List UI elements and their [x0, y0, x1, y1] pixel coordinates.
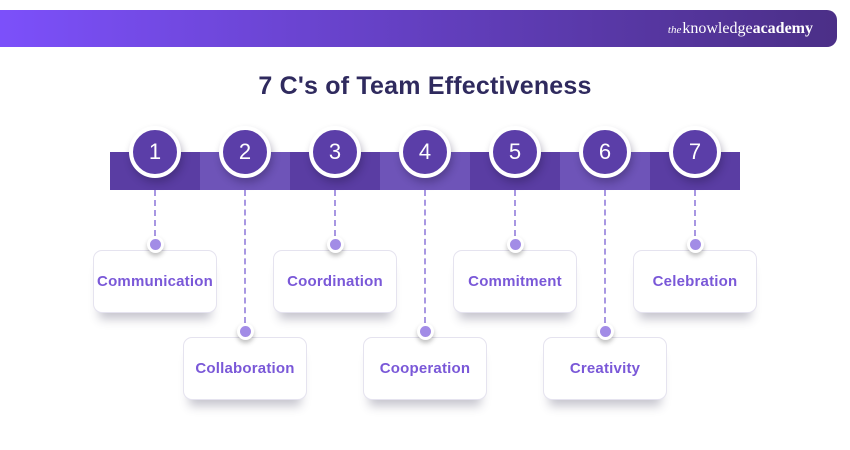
step-circle: 4: [399, 126, 451, 178]
connector-dashed-line: [514, 190, 516, 236]
connector-dot: [327, 236, 344, 253]
step-number: 5: [508, 139, 522, 164]
label-card: Cooperation: [363, 337, 487, 400]
connector-dashed-line: [694, 190, 696, 236]
label-card: Creativity: [543, 337, 667, 400]
label-card: Coordination: [273, 250, 397, 313]
card-label: Communication: [97, 273, 213, 290]
step-number: 3: [328, 139, 342, 164]
card-label: Creativity: [569, 360, 641, 377]
connector-dashed-line: [424, 190, 426, 323]
step-circle: 3: [309, 126, 361, 178]
connector-dashed-line: [604, 190, 606, 323]
connector-dot: [507, 236, 524, 253]
label-card: Communication: [93, 250, 217, 313]
logo-academy: academy: [752, 19, 813, 37]
step-circle: 2: [219, 126, 271, 178]
connector-dot: [417, 323, 434, 340]
logo-knowledge: knowledge: [682, 19, 753, 37]
connector-dashed-line: [244, 190, 246, 323]
label-card: Commitment: [453, 250, 577, 313]
step-circle: 5: [489, 126, 541, 178]
connector-dashed-line: [334, 190, 336, 236]
connector-dot: [687, 236, 704, 253]
card-label: Coordination: [287, 273, 383, 290]
card-label: Collaboration: [195, 360, 295, 377]
step-circle: 7: [669, 126, 721, 178]
connector-dashed-line: [154, 190, 156, 236]
step-number: 7: [688, 139, 702, 164]
connector-dot: [597, 323, 614, 340]
card-label: Commitment: [468, 273, 562, 290]
step-circle: 1: [129, 126, 181, 178]
step-number: 4: [418, 139, 432, 164]
connector-dot: [237, 323, 254, 340]
connector-dot: [147, 236, 164, 253]
logo-the: the: [667, 23, 682, 36]
card-label: Cooperation: [379, 360, 471, 377]
page-title: 7 C's of Team Effectiveness: [258, 72, 592, 100]
step-circle: 6: [579, 126, 631, 178]
step-number: 6: [598, 139, 612, 164]
label-card: Celebration: [633, 250, 757, 313]
label-card: Collaboration: [183, 337, 307, 400]
step-number: 1: [148, 139, 162, 164]
step-number: 2: [238, 139, 252, 164]
card-label: Celebration: [652, 273, 738, 290]
